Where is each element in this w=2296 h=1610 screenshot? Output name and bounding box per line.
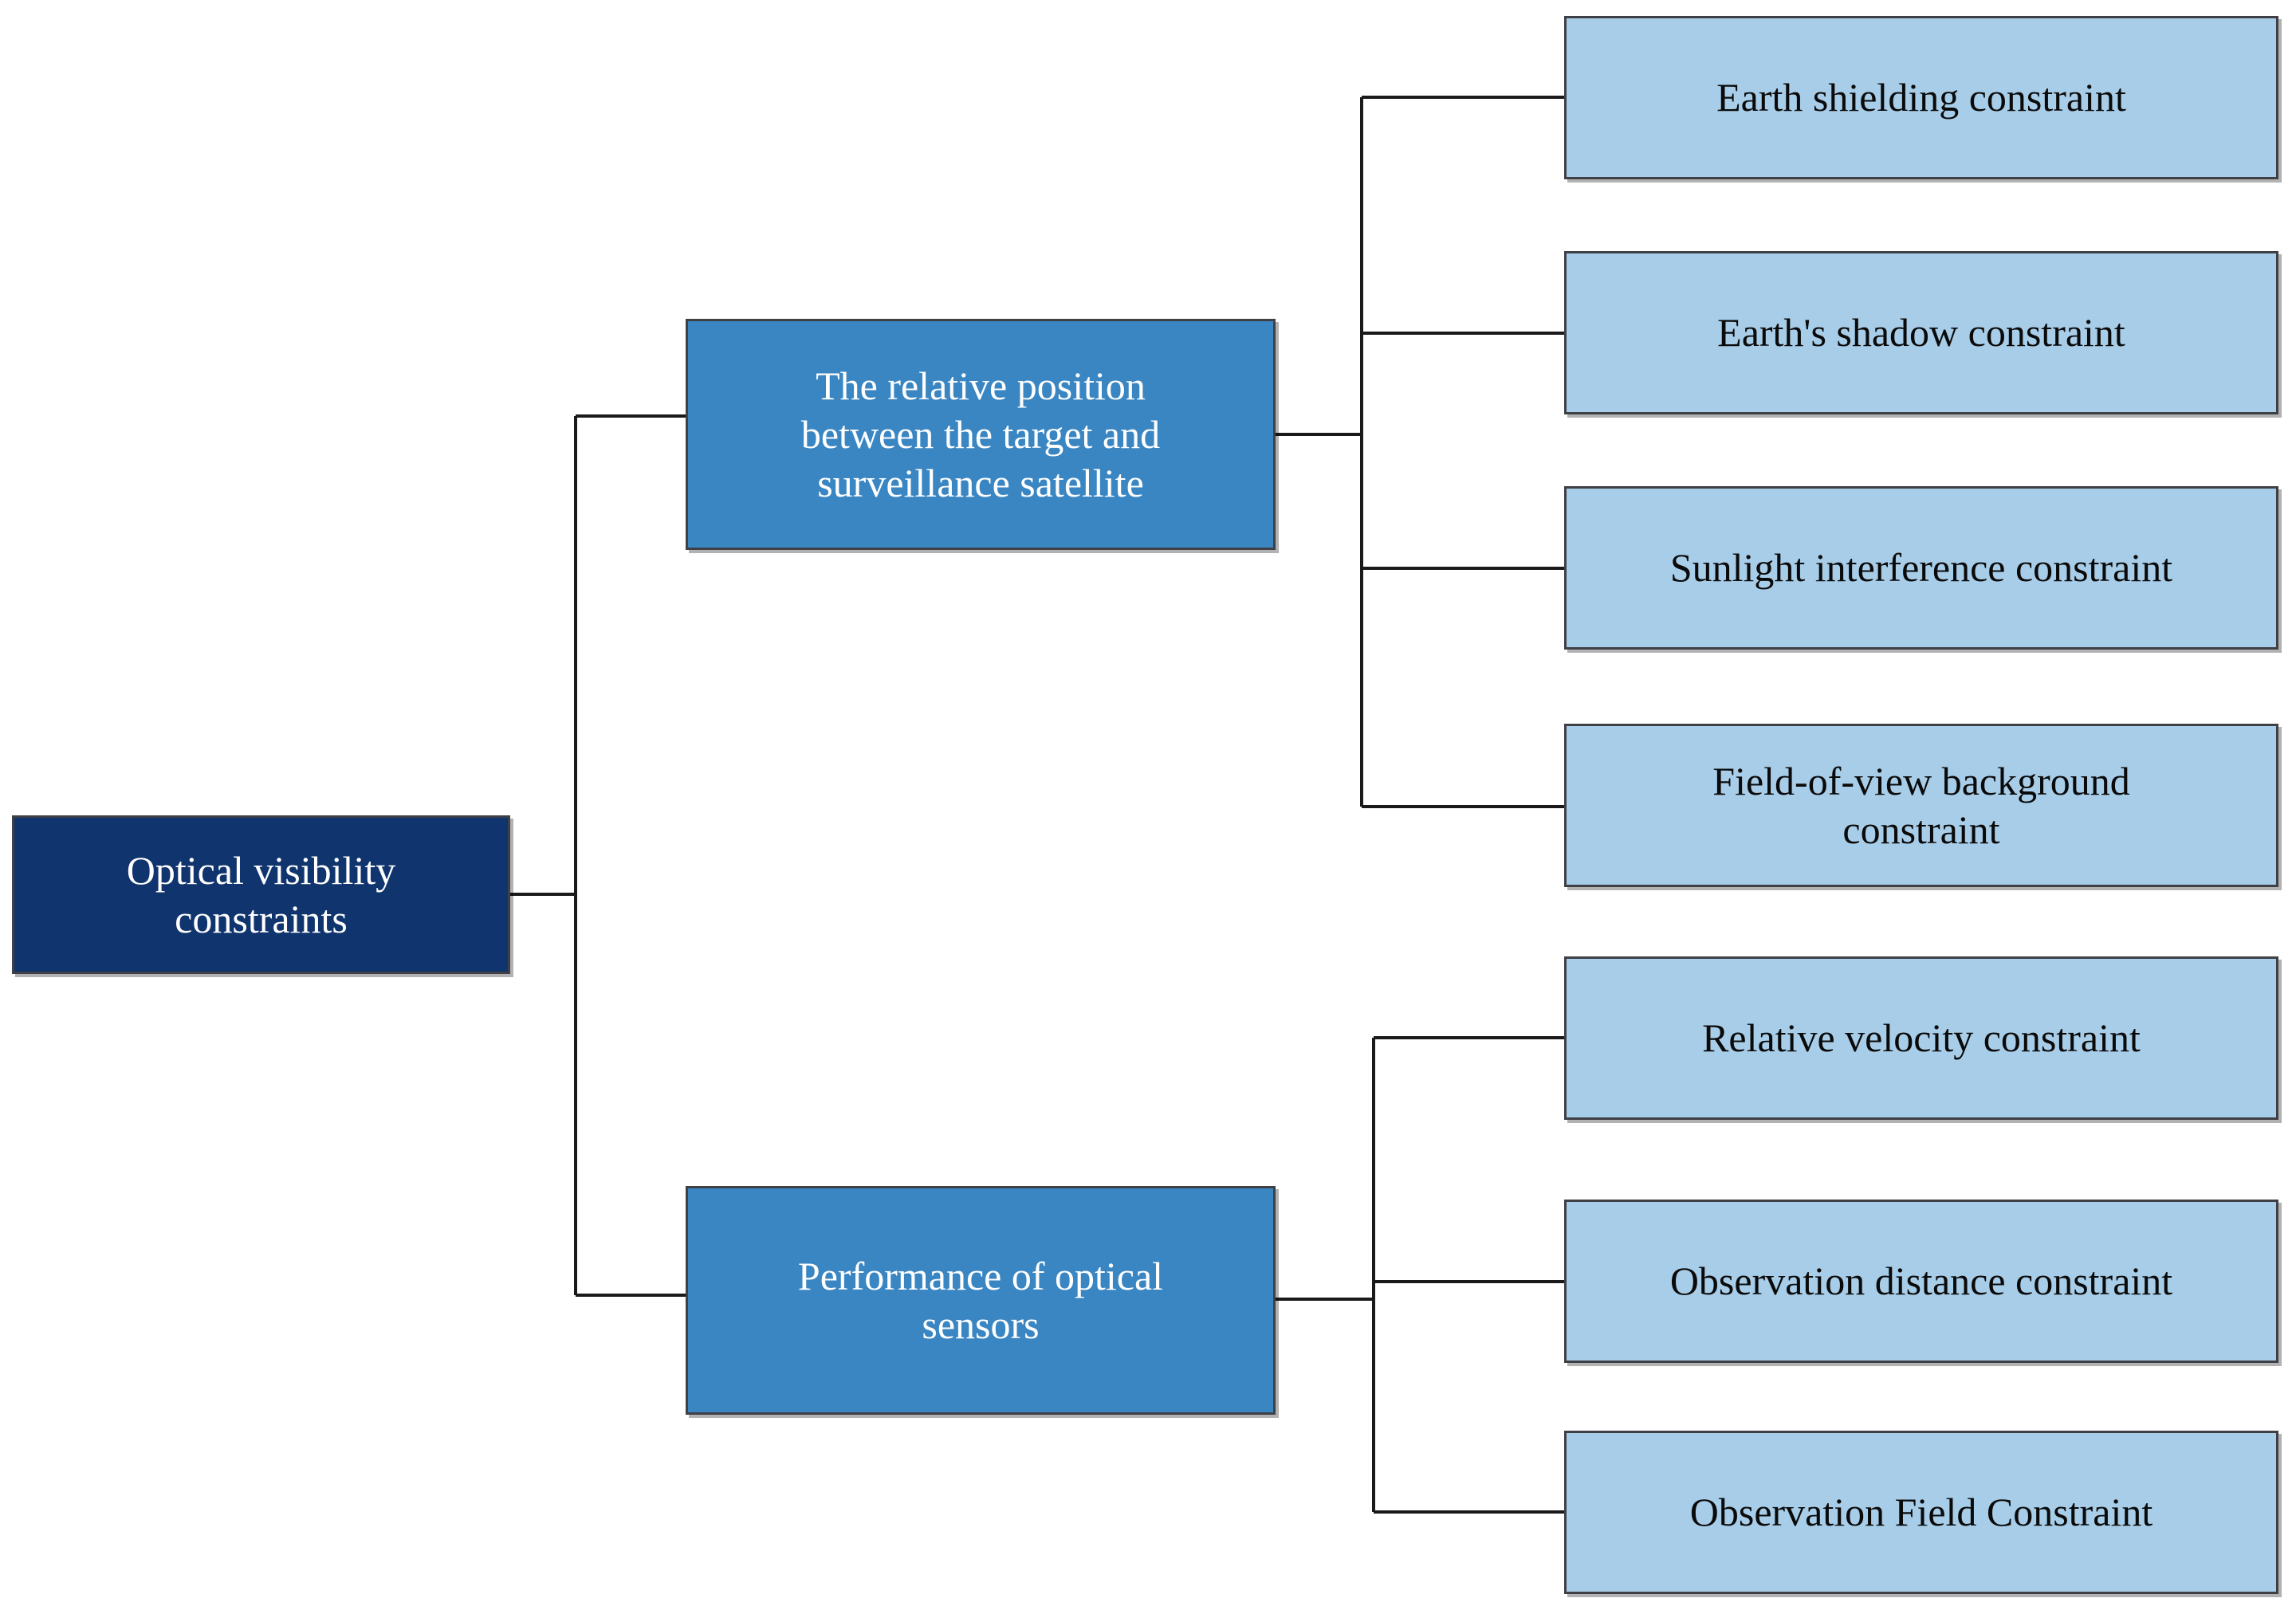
node-branch-1-label: The relative position between the target… (800, 363, 1161, 505)
node-leaf-2-3-label: Observation Field Constraint (1689, 1490, 2153, 1534)
node-branch-relative-position[interactable]: The relative position between the target… (686, 319, 1276, 550)
node-root-optical-visibility-constraints[interactable]: Optical visibility constraints (12, 815, 510, 974)
node-leaf-1-2-label: Earth's shadow constraint (1717, 310, 2125, 355)
node-leaf-relative-velocity-constraint[interactable]: Relative velocity constraint (1564, 956, 2278, 1120)
node-leaf-2-1-label: Relative velocity constraint (1702, 1015, 2141, 1060)
node-leaf-2-2-label: Observation distance constraint (1669, 1259, 2173, 1303)
node-leaf-1-1-label: Earth shielding constraint (1716, 75, 2126, 120)
node-leaf-field-of-view-background-constraint[interactable]: Field-of-view background constraint (1564, 724, 2278, 887)
node-branch-2-label: Performance of optical sensors (797, 1253, 1164, 1347)
node-leaf-1-3-label: Sunlight interference constraint (1669, 545, 2173, 590)
node-leaf-earth-shielding-constraint[interactable]: Earth shielding constraint (1564, 16, 2278, 179)
node-root-label: Optical visibility constraints (126, 847, 396, 941)
node-leaf-1-4-label: Field-of-view background constraint (1712, 758, 2130, 852)
node-leaf-observation-field-constraint[interactable]: Observation Field Constraint (1564, 1431, 2278, 1594)
node-branch-performance-of-optical-sensors[interactable]: Performance of optical sensors (686, 1186, 1276, 1415)
node-leaf-observation-distance-constraint[interactable]: Observation distance constraint (1564, 1200, 2278, 1363)
node-leaf-sunlight-interference-constraint[interactable]: Sunlight interference constraint (1564, 486, 2278, 650)
node-leaf-earths-shadow-constraint[interactable]: Earth's shadow constraint (1564, 251, 2278, 414)
